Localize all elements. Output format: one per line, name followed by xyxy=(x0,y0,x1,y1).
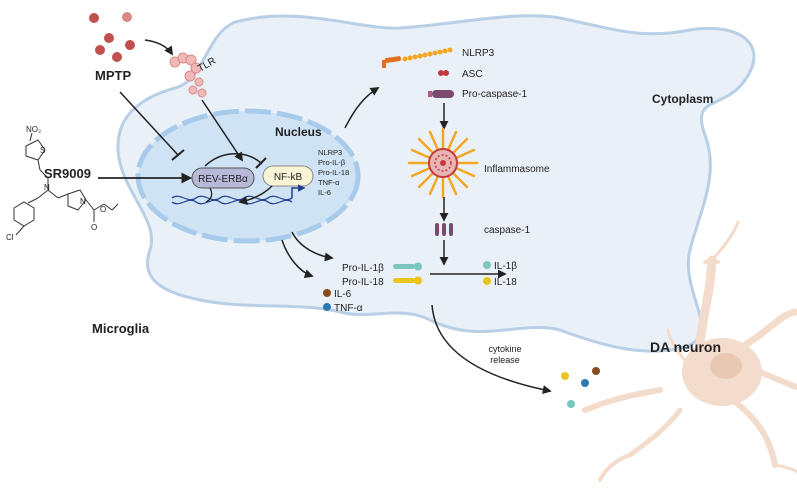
mptp-inhibit-line xyxy=(119,91,179,156)
da-neuron-nucleus xyxy=(710,353,742,379)
da-neuron-label: DA neuron xyxy=(650,339,721,355)
il1b-label: IL-1β xyxy=(494,261,517,272)
released-cytokines xyxy=(561,367,600,408)
tnfa-dot xyxy=(323,303,331,311)
gene-item: TNF-α xyxy=(318,178,340,187)
il6-dot xyxy=(323,289,331,297)
nfkb-box xyxy=(262,165,314,187)
reverba-to-dna xyxy=(205,187,213,203)
mptp-to-tlr-arrow xyxy=(144,39,173,56)
inflammasome-icon xyxy=(407,127,479,199)
reverba-inhibit-bar xyxy=(255,157,267,169)
pro-il1b-icon xyxy=(393,262,422,271)
svg-text:O: O xyxy=(100,205,106,214)
sr9009-molecule xyxy=(13,132,119,236)
nlrp3-label: NLRP3 xyxy=(462,48,495,59)
caspase1-icon xyxy=(435,223,453,236)
nlrp3-icon xyxy=(382,47,453,68)
sr9009-atoms: NO₂ S N N O O Cl xyxy=(6,125,106,242)
svg-text:N: N xyxy=(80,197,86,206)
asc-label: ASC xyxy=(462,69,483,80)
mptp-label: MPTP xyxy=(95,68,131,83)
nucleus-to-il6-arrow xyxy=(281,239,314,278)
gene-item: NLRP3 xyxy=(318,148,342,157)
sr9009-label: SR9009 xyxy=(44,166,91,181)
svg-text:N: N xyxy=(44,183,50,192)
pro-il1b-label: Pro-IL-1β xyxy=(342,263,384,274)
cytokine-label: cytokine xyxy=(488,344,521,354)
cytoplasm-label: Cytoplasm xyxy=(652,92,713,106)
tnfa-label: TNF-α xyxy=(334,303,363,314)
svg-text:O: O xyxy=(91,223,97,232)
gene-item: Pro-IL-18 xyxy=(318,168,349,177)
tlr-to-nfkb-arrow xyxy=(201,99,243,162)
gene-item: Pro-IL-β xyxy=(318,158,346,167)
svg-text:Cl: Cl xyxy=(6,233,14,242)
pro-il18-icon xyxy=(393,276,422,285)
asc-icon xyxy=(438,70,449,76)
rev-erba-box xyxy=(191,167,255,189)
pro-il18-label: Pro-IL-18 xyxy=(342,277,384,288)
da-neuron xyxy=(582,220,797,482)
il6-label: IL-6 xyxy=(334,289,352,300)
il18-dot xyxy=(483,277,491,285)
nucleus-label: Nucleus xyxy=(275,125,322,139)
nucleus-to-pro-il-arrow xyxy=(291,231,334,262)
pro-caspase1-label: Pro-caspase-1 xyxy=(462,89,527,100)
inflammasome-label: Inflammasome xyxy=(484,164,550,175)
dna-helix xyxy=(171,195,293,205)
svg-text:S: S xyxy=(40,146,45,155)
nfkb-to-dna-arrow xyxy=(238,185,273,205)
reverba-inhibit-nfkb xyxy=(204,153,263,167)
release-label: release xyxy=(490,355,520,365)
nucleus-to-nlrp3-arrow xyxy=(344,87,380,129)
transcription-arrow xyxy=(291,184,306,198)
tlr-receptor xyxy=(169,52,207,98)
svg-text:NO₂: NO₂ xyxy=(26,125,41,134)
microglia-label: Microglia xyxy=(92,321,150,336)
cytokine-release-arrow xyxy=(431,304,552,394)
caspase1-label: caspase-1 xyxy=(484,225,531,236)
mptp-particles xyxy=(89,12,135,62)
il1b-dot xyxy=(483,261,491,269)
gene-list: NLRP3 Pro-IL-β Pro-IL-18 TNF-α IL-6 xyxy=(318,148,349,197)
il18-label: IL-18 xyxy=(494,277,517,288)
gene-item: IL-6 xyxy=(318,188,331,197)
mptp-inhibit-bar xyxy=(171,149,185,161)
pro-caspase1-icon xyxy=(428,90,454,98)
nfkb-label: NF-kB xyxy=(274,172,303,183)
rev-erba-label: REV-ERBα xyxy=(198,174,248,185)
